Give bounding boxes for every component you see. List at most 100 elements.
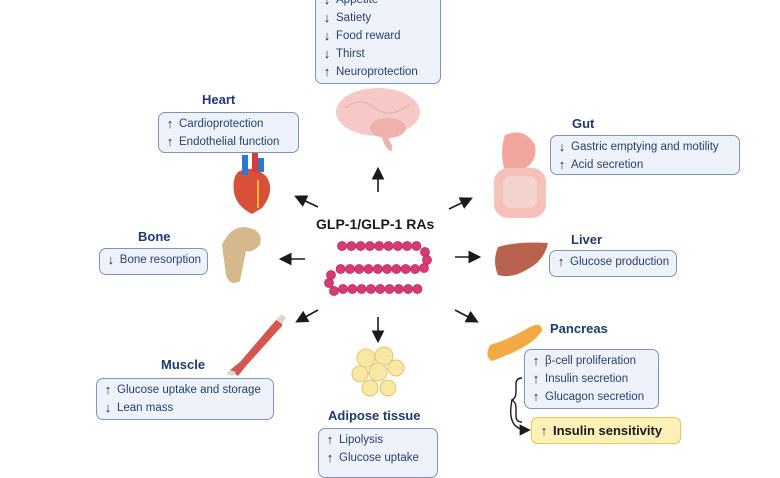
- amino-acid-bead: [383, 241, 394, 251]
- amino-acid-bead: [335, 264, 346, 274]
- muscle-effects-box: ↑Glucose uptake and storage↓ Lean mass: [96, 378, 274, 420]
- liver-effect-item: ↑Glucose production: [556, 253, 670, 271]
- brain-effect-item: ↓Thirst: [322, 45, 434, 63]
- brain-effect-item: ↑Neuroprotection: [322, 63, 434, 81]
- up-arrow-icon: ↑: [532, 371, 540, 386]
- amino-acid-bead: [355, 241, 366, 251]
- up-arrow-icon: ↑: [326, 450, 334, 465]
- effect-label: Bone resorption: [119, 254, 201, 266]
- adipose-title: Adipose tissue: [328, 408, 421, 423]
- arrow-to-gut: [448, 197, 473, 210]
- effect-label: Acid secretion: [571, 159, 644, 171]
- arrow-to-muscle: [295, 309, 319, 323]
- amino-acid-bead: [372, 264, 383, 274]
- heart-effect-item: ↑Cardioprotection: [165, 115, 292, 133]
- amino-acid-bead: [391, 264, 402, 274]
- amino-acid-bead: [393, 284, 404, 294]
- bone-title: Bone: [138, 229, 171, 244]
- down-arrow-icon: ↓: [322, 0, 332, 9]
- liver-effects-box: ↑Glucose production: [549, 250, 677, 277]
- effect-label: Lean mass: [117, 402, 174, 414]
- insulin-sensitivity-highlight: ↑ Insulin sensitivity: [531, 417, 681, 444]
- amino-acid-bead: [375, 284, 386, 294]
- brain-effect-item: ↓Appetite: [322, 0, 434, 9]
- up-arrow-icon: ↑: [558, 157, 566, 172]
- amino-acid-bead: [419, 263, 429, 273]
- effect-label: Cardioprotection: [179, 118, 264, 130]
- effect-label: Endothelial function: [179, 136, 280, 148]
- peptide-chain-icon: [324, 241, 432, 296]
- gut-icon: [494, 132, 546, 218]
- up-arrow-icon: ↑: [532, 353, 540, 368]
- down-arrow-icon: ↓: [558, 139, 566, 154]
- down-arrow-icon: ↓: [104, 400, 112, 415]
- down-arrow-icon: ↓: [323, 10, 331, 25]
- amino-acid-bead: [344, 264, 355, 274]
- amino-acid-bead: [365, 284, 376, 294]
- up-arrow-icon: ↑: [166, 134, 174, 149]
- heart-effect-item: ↑ Endothelial function: [165, 133, 292, 151]
- pancreas-effect-item: ↑Glucagon secretion: [531, 388, 652, 406]
- effect-label: Satiety: [336, 12, 372, 24]
- effect-label: Insulin secretion: [545, 373, 629, 385]
- bone-effect-item: ↓ Bone resorption: [106, 251, 201, 269]
- amino-acid-bead: [354, 264, 365, 274]
- highlight-label: Insulin sensitivity: [553, 423, 663, 438]
- bone-effects-box: ↓ Bone resorption: [99, 248, 208, 275]
- muscle-effect-item: ↓ Lean mass: [103, 399, 267, 417]
- amino-acid-bead: [356, 284, 367, 294]
- gut-effect-item: ↓ Gastric emptying and motility: [557, 138, 733, 156]
- effect-label: Glucose uptake: [339, 452, 419, 464]
- up-arrow-icon: ↑: [104, 382, 112, 397]
- up-arrow-icon: ↑: [540, 423, 548, 438]
- liver-title: Liver: [571, 232, 603, 247]
- liver-icon: [495, 242, 548, 277]
- amino-acid-bead: [338, 284, 348, 294]
- muscle-title: Muscle: [161, 357, 206, 372]
- effect-label: Gastric emptying and motility: [571, 141, 719, 153]
- amino-acid-bead: [384, 284, 395, 294]
- amino-acid-bead: [324, 278, 334, 288]
- arrow-to-pancreas: [454, 309, 479, 323]
- adipose-effect-item: ↑Lipolysis: [325, 431, 431, 449]
- pancreas-title: Pancreas: [550, 321, 608, 336]
- up-arrow-icon: ↑: [323, 64, 331, 79]
- brain-icon: [336, 88, 420, 151]
- brain-effect-item: ↓ Food reward: [322, 27, 434, 45]
- down-arrow-icon: ↓: [323, 46, 331, 61]
- effect-label: Food reward: [336, 30, 401, 42]
- effect-label: Glucagon secretion: [545, 391, 645, 403]
- amino-acid-bead: [410, 264, 420, 274]
- brain-effect-item: ↓ Satiety: [322, 9, 434, 27]
- adipose-icon: [351, 346, 405, 397]
- heart-icon: [233, 152, 271, 214]
- amino-acid-bead: [337, 241, 347, 251]
- amino-acid-bead: [346, 241, 357, 251]
- bone-icon: [222, 227, 261, 283]
- gut-effect-item: ↑ Acid secretion: [557, 156, 733, 174]
- adipose-effect-item: ↑ Glucose uptake: [325, 449, 431, 467]
- amino-acid-bead: [382, 264, 392, 274]
- amino-acid-bead: [374, 241, 385, 251]
- amino-acid-bead: [392, 241, 403, 251]
- heart-title: Heart: [202, 92, 236, 107]
- bracket-connector: [510, 377, 531, 436]
- amino-acid-bead: [411, 241, 422, 251]
- adipose-effects-box: ↑Lipolysis↑ Glucose uptake: [318, 428, 438, 478]
- effect-label: Lipolysis: [339, 434, 384, 446]
- pancreas-icon: [487, 324, 542, 361]
- gut-effects-box: ↓ Gastric emptying and motility ↑ Acid secr…: [550, 135, 740, 175]
- amino-acid-bead: [412, 284, 423, 294]
- gut-title: Gut: [572, 116, 595, 131]
- muscle-icon: [226, 314, 286, 376]
- pancreas-effect-item: ↑ Insulin secretion: [531, 370, 652, 388]
- muscle-effect-item: ↑Glucose uptake and storage: [103, 381, 267, 399]
- amino-acid-bead: [347, 284, 358, 294]
- amino-acid-bead: [420, 247, 430, 257]
- amino-acid-bead: [363, 264, 374, 274]
- down-arrow-icon: ↓: [323, 28, 331, 43]
- brain-effects-box: ↓Appetite↓Satiety↓Food reward↓Thirst↑Neu…: [315, 0, 441, 84]
- effect-label: β-cell proliferation: [545, 355, 636, 367]
- down-arrow-icon: ↓: [107, 252, 115, 267]
